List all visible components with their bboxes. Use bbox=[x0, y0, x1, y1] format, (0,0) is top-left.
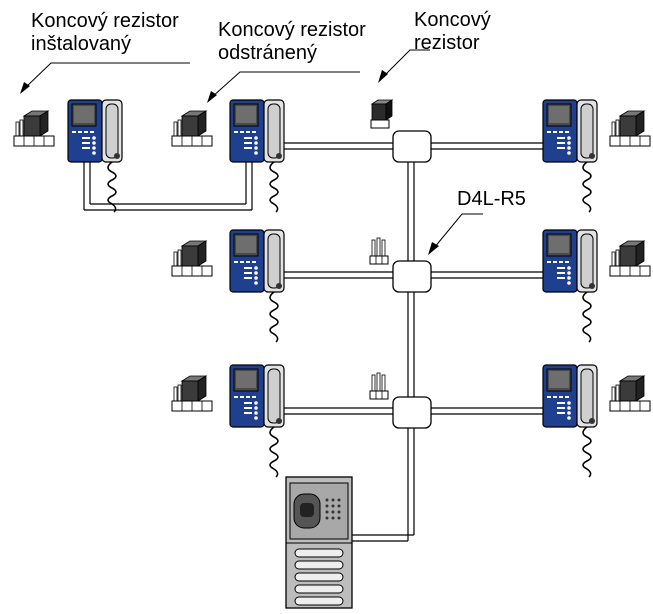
monitor-phone bbox=[67, 99, 123, 213]
arrow-heads bbox=[20, 70, 439, 255]
resistor-block bbox=[609, 110, 651, 147]
resistor-block bbox=[171, 375, 213, 412]
resistor-block bbox=[171, 110, 213, 147]
label-line: Koncový rezistor bbox=[218, 19, 366, 41]
distributor-middle bbox=[392, 260, 432, 293]
label-line: Koncový rezistor bbox=[31, 10, 179, 32]
leader-lines bbox=[24, 49, 483, 249]
bus-wiring bbox=[83, 142, 543, 542]
pin-header bbox=[369, 237, 389, 265]
monitor-phone bbox=[229, 99, 285, 213]
label-resistor-removed: Koncový rezistor odstránený bbox=[218, 19, 366, 65]
label-line: inštalovaný bbox=[31, 33, 132, 55]
resistor-block bbox=[609, 375, 651, 412]
monitor-phone bbox=[542, 99, 598, 213]
resistor-block bbox=[13, 110, 55, 147]
label-line: D4L-R5 bbox=[457, 188, 526, 210]
door-station bbox=[285, 476, 353, 609]
distributor-boxes bbox=[392, 130, 432, 429]
label-line: Koncový bbox=[414, 9, 491, 31]
monitor-phone bbox=[229, 364, 285, 478]
resistor-block bbox=[171, 240, 213, 277]
label-resistor-installed: Koncový rezistor inštalovaný bbox=[31, 10, 179, 56]
label-distributor: D4L-R5 bbox=[457, 188, 526, 211]
pin-header bbox=[369, 372, 389, 400]
monitor-phone bbox=[542, 364, 598, 478]
monitor-phone bbox=[229, 229, 285, 343]
resistor-block bbox=[609, 240, 651, 277]
terminal-resistor bbox=[370, 99, 394, 129]
label-line: odstránený bbox=[218, 42, 317, 64]
monitor-phone bbox=[542, 229, 598, 343]
label-line: rezistor bbox=[414, 32, 480, 54]
distributor-bottom bbox=[392, 396, 432, 429]
label-terminal-resistor: Koncový rezistor bbox=[414, 9, 491, 55]
distributor-top bbox=[392, 130, 432, 163]
